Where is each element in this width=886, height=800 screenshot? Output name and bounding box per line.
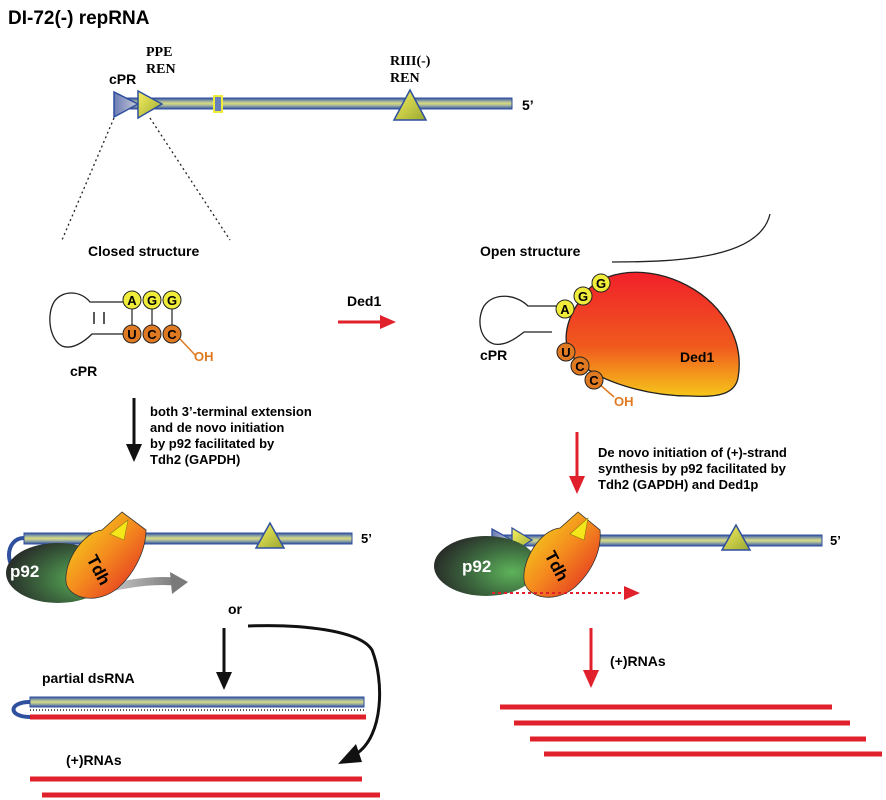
cpr-triangle-icon xyxy=(113,90,140,119)
open-base-top-1: A xyxy=(560,302,570,317)
ren-label-2: REN xyxy=(390,71,420,86)
or-label: or xyxy=(228,601,243,617)
closed-base-bottom-2: C xyxy=(147,327,157,342)
open-cpr-label: cPR xyxy=(480,347,507,363)
closed-base-top-2: G xyxy=(147,293,157,308)
five-prime-top: 5’ xyxy=(522,97,534,113)
left-plus-rnas xyxy=(30,776,380,798)
right-p92-label: p92 xyxy=(462,557,491,576)
diagram-title: DI-72(-) repRNA xyxy=(8,8,150,29)
closed-structure xyxy=(49,292,197,357)
open-bottom-bases: U C C xyxy=(556,342,604,390)
left-riii-triangle-icon xyxy=(254,521,286,549)
open-structure xyxy=(479,213,771,398)
closed-base-top-1: A xyxy=(127,293,137,308)
zoom-line-right xyxy=(149,117,231,241)
left-step-arrow-icon xyxy=(126,398,142,462)
closed-bottom-bases: U C C xyxy=(122,324,182,344)
left-step-line-3: by p92 facilitated by xyxy=(150,436,275,451)
right-step-arrow-icon xyxy=(569,432,585,494)
riii-ren-triangle-icon xyxy=(392,88,428,121)
open-base-bottom-3: C xyxy=(589,373,599,388)
left-step-line-4: Tdh2 (GAPDH) xyxy=(150,452,240,467)
closed-base-bottom-1: U xyxy=(127,327,136,342)
right-step-text: De novo initiation of (+)-strand synthes… xyxy=(598,445,787,492)
right-riii-triangle-icon xyxy=(720,523,752,551)
right-products-arrow-icon xyxy=(583,628,599,688)
right-plus-rnas-label: (+)RNAs xyxy=(610,653,666,669)
ppe-label: PPE xyxy=(146,45,172,60)
left-step-line-2: and de novo initiation xyxy=(150,420,284,435)
right-step-line-1: De novo initiation of (+)-strand xyxy=(598,445,787,460)
partial-dsrna-label: partial dsRNA xyxy=(42,670,135,686)
open-top-bases: A G G xyxy=(555,273,611,319)
closed-base-bottom-3: C xyxy=(167,327,177,342)
left-plus-rnas-label: (+)RNAs xyxy=(66,752,122,768)
left-step-line-1: both 3’-terminal extension xyxy=(150,404,312,419)
closed-oh-label: OH xyxy=(194,349,214,364)
open-base-bottom-1: U xyxy=(561,345,570,360)
partial-dsrna xyxy=(11,696,366,720)
right-step-line-3: Tdh2 (GAPDH) and Ded1p xyxy=(598,477,758,492)
left-five-prime: 5’ xyxy=(361,531,372,546)
open-base-top-2: G xyxy=(578,289,588,304)
closed-base-top-3: G xyxy=(167,293,177,308)
rna-strand-top xyxy=(117,97,513,110)
left-p92-label: p92 xyxy=(10,562,39,581)
ded1-arrow-icon xyxy=(338,315,396,329)
right-plus-rnas xyxy=(500,704,882,757)
right-step-line-2: synthesis by p92 facilitated by xyxy=(598,461,787,476)
or-curved-arrow-icon xyxy=(247,624,382,764)
left-complex xyxy=(6,511,353,604)
ren-label-1: REN xyxy=(146,62,176,77)
closed-cpr-label: cPR xyxy=(70,363,97,379)
left-step-text: both 3’-terminal extension and de novo i… xyxy=(150,404,312,467)
ppe-ren-triangle-icon xyxy=(137,89,164,120)
open-base-bottom-2: C xyxy=(575,359,585,374)
closed-top-bases: A G G xyxy=(122,290,182,310)
element-box-icon xyxy=(213,95,223,113)
ded1-arrow-label: Ded1 xyxy=(347,293,381,309)
right-p92-protein xyxy=(434,536,538,596)
left-tdh-protein xyxy=(65,511,147,599)
open-base-top-3: G xyxy=(596,276,606,291)
ded1-protein-label: Ded1 xyxy=(680,349,714,365)
cpr-label-top: cPR xyxy=(109,71,136,87)
zoom-line-left xyxy=(61,117,115,241)
right-five-prime: 5’ xyxy=(830,533,841,548)
open-oh-label: OH xyxy=(614,394,634,409)
open-structure-title: Open structure xyxy=(480,243,581,259)
riii-label: RIII(-) xyxy=(390,54,431,69)
or-down-arrow-icon xyxy=(216,628,232,690)
right-complex xyxy=(434,511,823,600)
closed-structure-title: Closed structure xyxy=(88,243,199,259)
